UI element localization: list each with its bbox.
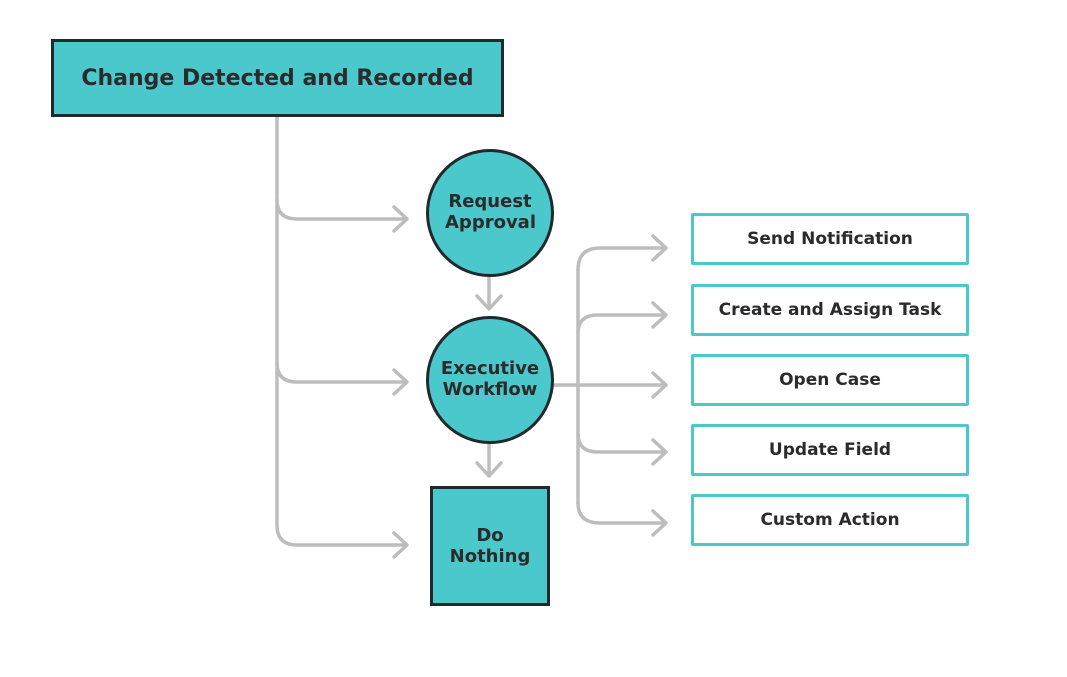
action-label: Custom Action (760, 510, 900, 530)
connector-to-update-field (576, 432, 667, 454)
action-update-field: Update Field (691, 424, 969, 476)
action-create-and-assign-task: Create and Assign Task (691, 284, 969, 336)
arrowhead-workflow-top (475, 294, 503, 311)
action-label: Open Case (779, 370, 881, 390)
connector-to-custom-action (576, 501, 667, 525)
arrowhead-update-field (651, 438, 668, 466)
root-node-label: Change Detected and Recorded (81, 65, 474, 91)
connector-to-create-task (576, 313, 667, 335)
arrowhead-workflow (392, 368, 409, 396)
option-request-approval: Request Approval (426, 149, 554, 277)
arrowhead-open-case (651, 371, 668, 399)
do-nothing-label: Do Nothing (449, 525, 531, 567)
executive-workflow-label: Executive Workflow (440, 358, 540, 400)
arrowhead-request (392, 205, 409, 233)
option-do-nothing: Do Nothing (430, 486, 550, 606)
connector-root-to-workflow (275, 361, 408, 384)
action-label: Update Field (768, 440, 892, 460)
arrowhead-nothing (392, 531, 409, 559)
connector-root-to-request (275, 198, 408, 221)
action-custom-action: Custom Action (691, 494, 969, 546)
arrowhead-create-task (651, 301, 668, 329)
arrowhead-send-notification (651, 234, 668, 262)
action-open-case: Open Case (691, 354, 969, 406)
action-send-notification: Send Notification (691, 213, 969, 265)
connector-to-send-notification (576, 246, 667, 272)
arrowhead-custom-action (651, 509, 668, 537)
request-approval-label: Request Approval (445, 191, 536, 233)
root-node-change-detected: Change Detected and Recorded (51, 39, 504, 117)
action-label: Create and Assign Task (718, 300, 942, 320)
arrowhead-nothing-top (475, 461, 503, 478)
action-label: Send Notification (747, 229, 913, 249)
option-executive-workflow: Executive Workflow (426, 316, 554, 444)
connector-root-trunk (275, 115, 408, 547)
